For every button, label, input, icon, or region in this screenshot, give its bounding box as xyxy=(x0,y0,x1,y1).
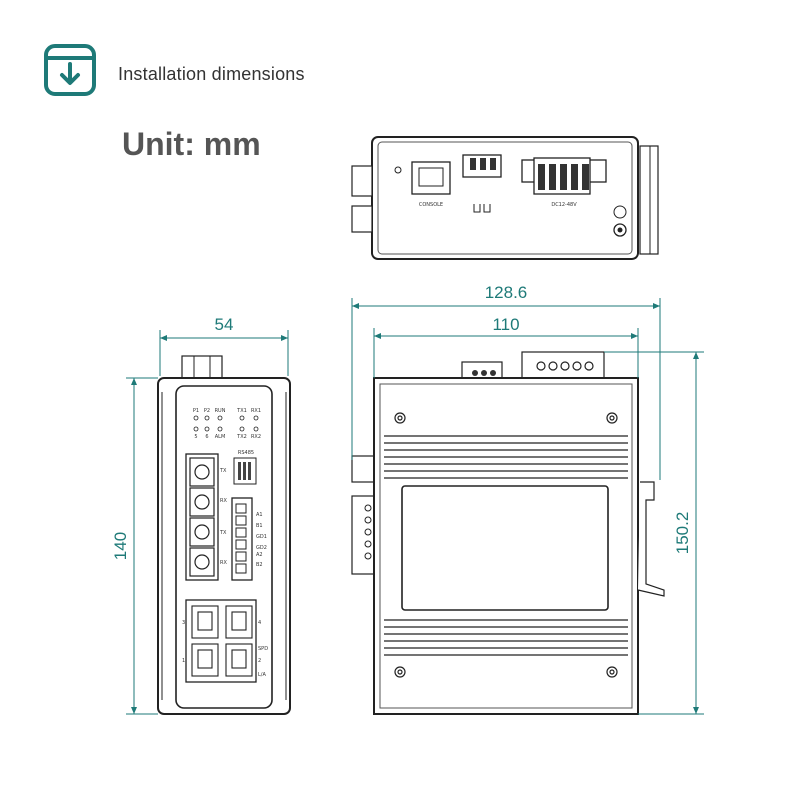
terminal-a1: A1 xyxy=(256,512,263,518)
led-label-tx1: TX1 xyxy=(236,408,247,414)
dim-side-width: 54 xyxy=(215,315,234,334)
dim-front-total-height: 150.2 xyxy=(673,512,692,555)
led-label-p1: P1 xyxy=(193,408,199,414)
terminal-b1: B1 xyxy=(256,523,263,529)
dim-side-height: 140 xyxy=(111,532,130,560)
download-icon xyxy=(44,44,96,96)
rj45-3: 3 xyxy=(182,620,185,626)
la-label: L/A xyxy=(258,672,266,678)
led-label-tx2: TX2 xyxy=(236,434,247,440)
dim-front-total-width: 128.6 xyxy=(485,283,528,302)
terminal-gd1: GD1 xyxy=(256,534,267,540)
rs485-label: RS485 xyxy=(238,450,254,456)
led-label-5: 5 xyxy=(194,434,197,440)
port-rx-2: RX xyxy=(220,560,227,566)
dimension-lines xyxy=(126,298,704,715)
led-label-run: RUN xyxy=(215,408,226,414)
section-title: Installation dimensions xyxy=(118,64,305,84)
power-label: DC12-48V xyxy=(551,202,577,208)
top-view: CONSOLE DC12-48V xyxy=(351,136,659,260)
led-label-rx1: RX1 xyxy=(251,408,261,414)
rj45-1: 1 xyxy=(182,658,185,664)
led-label-6: 6 xyxy=(205,434,208,440)
led-label-alm: ALM xyxy=(215,434,226,440)
spd-label: SPD xyxy=(258,646,268,652)
rj45-2: 2 xyxy=(258,658,261,664)
console-label: CONSOLE xyxy=(419,202,443,208)
side-view: P1 P2 RUN TX1 RX1 5 6 ALM TX2 RX2 RS485 xyxy=(157,355,291,715)
dim-front-body-width: 110 xyxy=(492,315,519,334)
terminal-b2: B2 xyxy=(256,562,263,568)
terminal-gd2: GD2 xyxy=(256,545,267,551)
led-label-rx2: RX2 xyxy=(251,434,261,440)
rj45-4: 4 xyxy=(258,620,261,626)
terminal-a2: A2 xyxy=(256,552,263,558)
port-tx-1: TX xyxy=(219,468,227,474)
port-tx-2: TX xyxy=(219,530,227,536)
front-view xyxy=(351,351,665,715)
led-label-p2: P2 xyxy=(204,408,210,414)
port-rx-1: RX xyxy=(220,498,227,504)
unit-label: Unit: mm xyxy=(122,126,261,162)
